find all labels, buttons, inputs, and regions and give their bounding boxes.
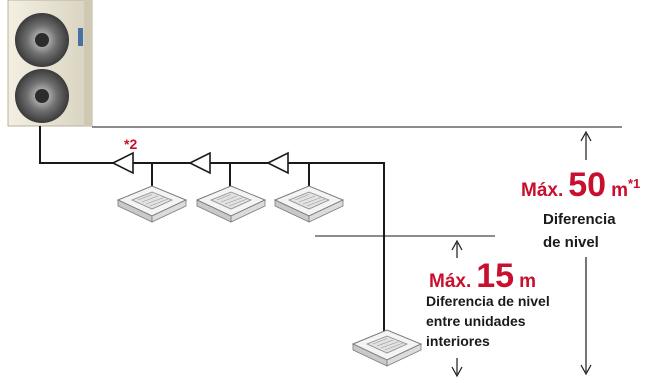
cassette-unit-icon xyxy=(196,185,266,223)
refrigerant-piping xyxy=(39,126,385,338)
outdoor-unit-icon xyxy=(7,0,93,127)
max-total-caption-2: de nivel xyxy=(543,234,599,251)
cassette-unit-icon xyxy=(274,185,344,223)
total-height-arrow xyxy=(580,130,592,376)
indoor-height-arrow xyxy=(451,239,463,378)
cassette-unit-icon xyxy=(117,185,187,223)
refnet-joint-icon xyxy=(111,151,289,175)
branch-footnote: *2 xyxy=(124,136,137,152)
max-indoor-caption-2: entre unidades xyxy=(426,313,526,329)
max-indoor-caption-1: Diferencia de nivel xyxy=(426,293,550,309)
cassette-unit-icon xyxy=(352,329,422,367)
max-total-caption-1: Diferencia xyxy=(543,211,616,228)
max-indoor-caption-3: interiores xyxy=(426,333,490,349)
